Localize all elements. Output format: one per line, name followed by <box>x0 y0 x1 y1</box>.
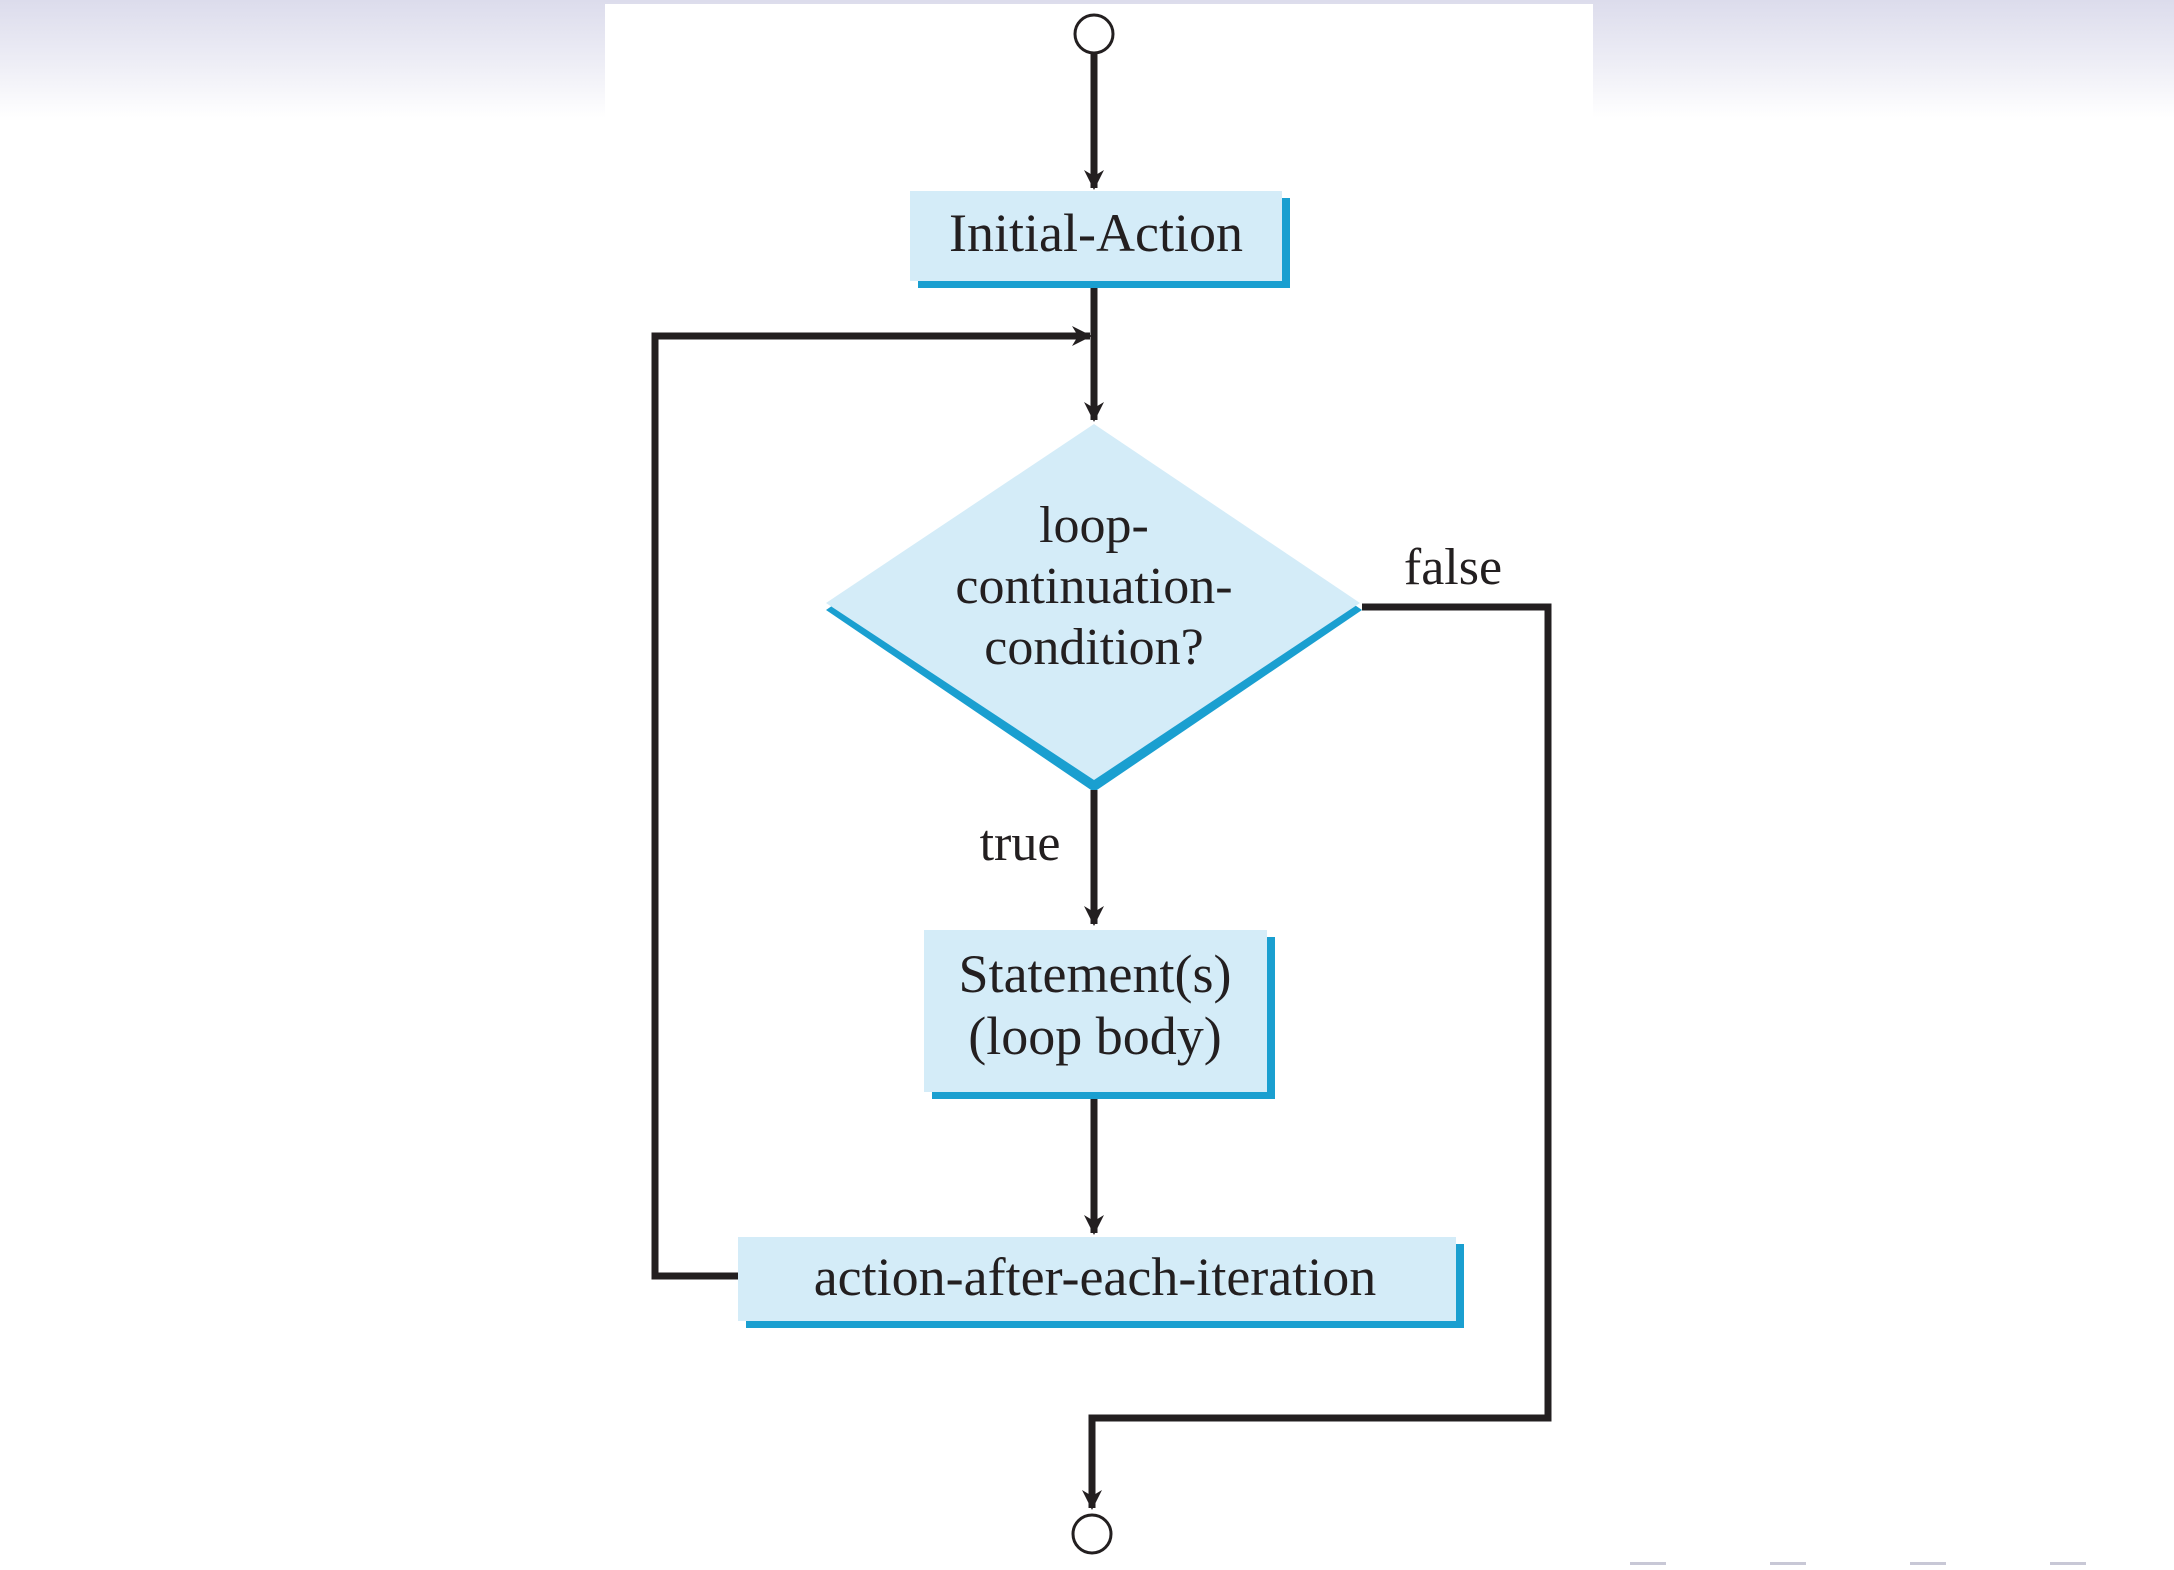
edge-label-true: true <box>980 815 1061 872</box>
condition-label-line-3: condition? <box>984 619 1204 676</box>
end-terminal-circle <box>1071 1513 1113 1555</box>
loop-body-box-face <box>924 930 1267 1092</box>
update-box-label: action-after-each-iteration <box>814 1247 1377 1307</box>
start-terminal-circle <box>1073 13 1115 55</box>
condition-label-line-2: continuation- <box>955 558 1232 615</box>
condition-diamond-face <box>826 424 1360 780</box>
loop-body-box: Statement(s) (loop body) <box>924 930 1275 1099</box>
edge-condition-false-to-end <box>1082 603 1552 1510</box>
initial-action-label: Initial-Action <box>949 203 1243 263</box>
loop-body-label-line-2: (loop body) <box>968 1006 1221 1066</box>
condition-label-line-1: loop- <box>1039 497 1149 554</box>
update-box-face <box>738 1237 1456 1321</box>
initial-action-box-face <box>910 191 1282 281</box>
edge-update-loop-back <box>651 326 1092 1280</box>
edge-label-false: false <box>1404 539 1502 596</box>
initial-action-box: Initial-Action <box>910 191 1290 288</box>
condition-diamond: loop- continuation- condition? <box>826 424 1362 792</box>
slide-nav-dots <box>1630 1562 2170 1570</box>
loop-body-label-line-1: Statement(s) <box>959 944 1232 1004</box>
action-after-each-iteration-box: action-after-each-iteration <box>738 1237 1464 1328</box>
